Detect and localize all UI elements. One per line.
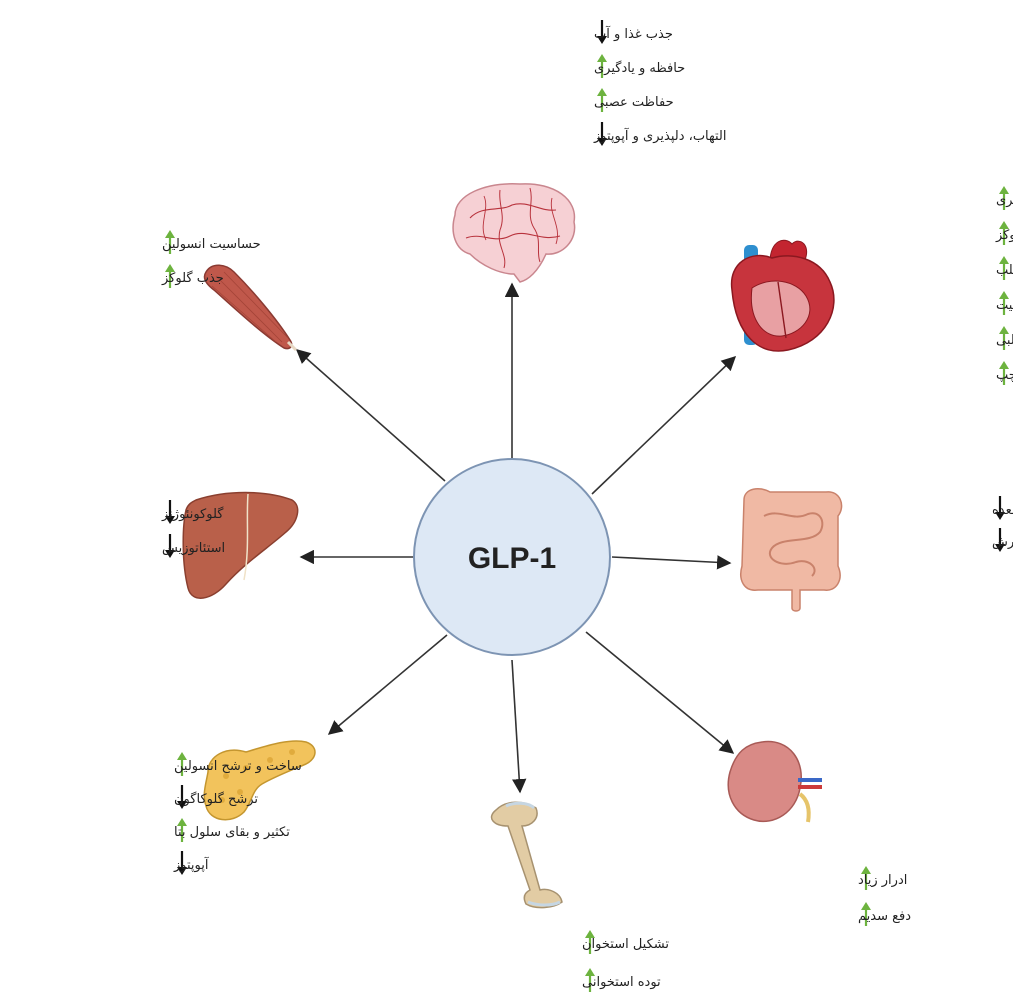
- effect-item: بقای میوسیت: [996, 291, 1013, 315]
- effect-text: ترشح گلوکاگون: [174, 791, 258, 807]
- arrow-to-bone: [512, 660, 520, 792]
- muscle-effects: حساسیت انسولین جذب گلوکز: [161, 230, 261, 288]
- effect-item: توده استخوانی: [582, 968, 661, 992]
- glp1-label: GLP-1: [468, 542, 556, 575]
- effect-text: استئاتوزیس: [162, 541, 225, 556]
- arrow-to-kidney: [586, 632, 733, 753]
- heart-icon: [732, 240, 834, 351]
- arrow-to-muscle: [297, 350, 445, 481]
- effect-text: انقباض پذیری: [996, 193, 1013, 208]
- kidney-icon: [728, 742, 822, 822]
- effect-text: حساسیت انسولین: [162, 237, 261, 252]
- effect-item: تکثیر و بقای سلول بتا: [174, 818, 290, 842]
- effect-item: حفاظت عصبی: [594, 88, 674, 112]
- effect-text: حافظه و یادگیری: [594, 60, 685, 76]
- pancreas-icon: [204, 741, 315, 820]
- effect-text: جذب گلوکز: [161, 270, 224, 286]
- intestine-effects: تخلیه معده تحرک گوارش: [992, 496, 1013, 552]
- bone-icon: [492, 802, 562, 907]
- effect-text: برون ده قلبی: [996, 333, 1013, 348]
- effect-text: التهاب، دلپذیری و آپوپتوز: [593, 127, 727, 144]
- effect-item: مصرف گلوکز: [995, 221, 1013, 245]
- arrow-to-heart: [592, 357, 735, 494]
- heart-effects: انقباض پذیری مصرف گلوکز حفاظت قلب بقای میوس…: [995, 186, 1013, 385]
- effect-item: حفاظت قلب: [996, 256, 1013, 280]
- bone-effects: تشکیل استخوان توده استخوانی: [582, 930, 669, 992]
- effect-item: تشکیل استخوان: [582, 930, 669, 954]
- effect-item: دفع سدیم: [858, 902, 911, 926]
- brain-effects: جذب غذا و آب حافظه و یادگیری حفاظت عصبی الت…: [593, 20, 727, 146]
- effect-item: جذب غذا و آب: [594, 20, 673, 44]
- effect-text: تخلیه معده: [992, 503, 1013, 518]
- effect-text: عملکرد بطن چپ: [996, 368, 1013, 383]
- effect-item: تحرک گوارش: [992, 528, 1013, 552]
- effect-text: ساخت و ترشح انسولین: [174, 759, 302, 774]
- effect-text: جذب غذا و آب: [594, 25, 673, 42]
- arrow-to-intestine: [612, 557, 730, 563]
- effect-text: مصرف گلوکز: [995, 227, 1013, 243]
- intestine-icon: [741, 489, 842, 611]
- effect-text: حفاظت عصبی: [594, 95, 674, 110]
- effect-text: گلوکونئوژنز: [161, 506, 224, 522]
- effect-item: برون ده قلبی: [996, 326, 1013, 350]
- effect-item: عملکرد بطن چپ: [996, 361, 1013, 385]
- effect-text: ادرار زیاد: [858, 873, 907, 888]
- kidney-effects: ادرار زیاد دفع سدیم: [858, 866, 911, 926]
- effect-item: التهاب، دلپذیری و آپوپتوز: [593, 122, 727, 146]
- effect-text: آپوپتوز: [173, 856, 210, 873]
- effect-item: تخلیه معده: [992, 496, 1013, 520]
- effect-text: تکثیر و بقای سلول بتا: [174, 825, 290, 840]
- effect-item: حافظه و یادگیری: [594, 54, 685, 78]
- effect-text: دفع سدیم: [858, 909, 911, 924]
- effect-text: بقای میوسیت: [996, 298, 1013, 313]
- arrow-to-pancreas: [329, 635, 447, 734]
- effect-text: تشکیل استخوان: [582, 937, 669, 952]
- effect-item: انقباض پذیری: [996, 186, 1013, 210]
- effect-text: توده استخوانی: [582, 975, 661, 990]
- effect-item: آپوپتوز: [173, 851, 210, 875]
- effect-item: ادرار زیاد: [858, 866, 907, 890]
- effect-text: تحرک گوارش: [992, 534, 1013, 550]
- effect-text: حفاظت قلب: [996, 263, 1013, 278]
- brain-icon: [453, 184, 574, 282]
- effect-item: حساسیت انسولین: [162, 230, 261, 254]
